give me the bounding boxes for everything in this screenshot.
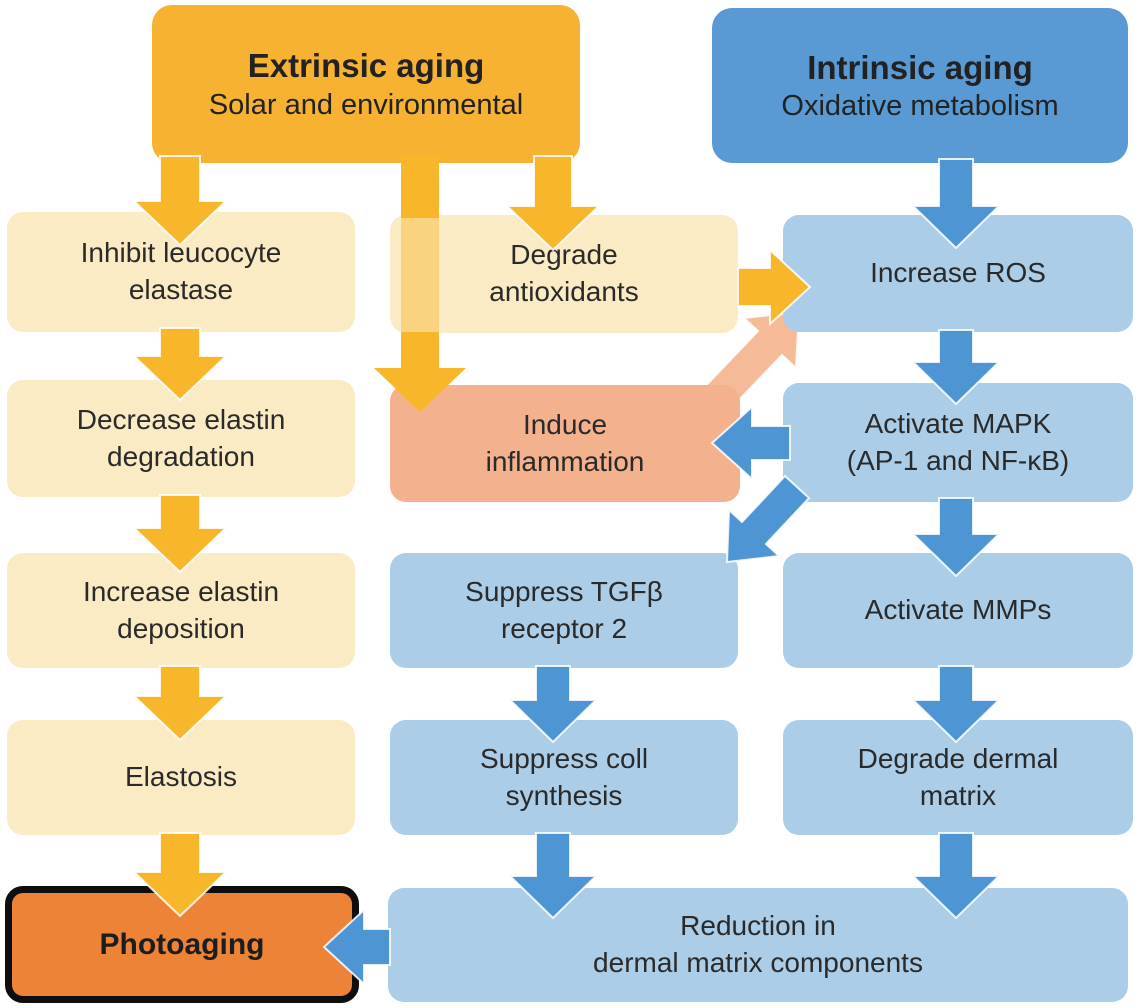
arrow-activate-mapk-to-suppress-tgfb	[725, 474, 811, 564]
extrinsic-subtitle: Solar and environmental	[208, 88, 524, 121]
arrow-degrade-dermal-to-reduction	[910, 832, 1002, 920]
box-label: Elastosis	[124, 761, 238, 793]
arrow-activate-mapk-to-activate-mmps	[910, 497, 1002, 578]
arrow-extrinsic-to-induce-inflammation-head	[374, 332, 466, 412]
extrinsic-title: Extrinsic aging	[247, 47, 485, 85]
arrow-activate-mapk-to-induce-inflammation	[710, 404, 791, 482]
box-label: Photoaging	[99, 927, 265, 961]
intrinsic-subtitle: Oxidative metabolism	[781, 90, 1059, 122]
box-label: Suppress coll synthesis	[479, 742, 649, 811]
arrow-increase-elastin-to-elastosis	[131, 665, 229, 742]
box-label: Induce inflammation	[485, 408, 645, 477]
arrow-degrade-antioxidants-to-increase-ros	[737, 247, 812, 327]
arrow-elastosis-to-photoaging	[131, 832, 229, 918]
arrow-suppress-coll-to-reduction	[507, 832, 599, 920]
box-label: Suppress TGFβ receptor 2	[465, 575, 663, 644]
box-label: Activate MAPK (AP-1 and NF-κB)	[846, 407, 1070, 476]
header-extrinsic-aging: Extrinsic aging Solar and environmental	[152, 5, 580, 163]
box-induce-inflammation: Induce inflammation	[390, 385, 740, 502]
arrow-extrinsic-to-induce-inflammation-stem-overlap	[401, 217, 439, 333]
arrow-extrinsic-to-inhibit-elastase	[131, 155, 229, 247]
box-reduction-dermal-matrix-components: Reduction in dermal matrix components	[388, 888, 1128, 1002]
arrow-activate-mmps-to-degrade-dermal	[910, 665, 1002, 744]
box-label: Reduction in dermal matrix components	[593, 910, 923, 978]
box-label: Increase ROS	[870, 257, 1046, 289]
arrow-reduction-to-photoaging	[322, 907, 391, 987]
header-intrinsic-aging: Intrinsic aging Oxidative metabolism	[712, 8, 1128, 163]
arrow-decrease-to-increase-elastin	[131, 494, 229, 574]
intrinsic-title: Intrinsic aging	[807, 48, 1033, 86]
box-label: Increase elastin deposition	[82, 575, 280, 644]
box-suppress-tgfb-receptor-2: Suppress TGFβ receptor 2	[390, 553, 738, 668]
arrow-extrinsic-to-induce-inflammation-stem-top	[401, 156, 439, 218]
arrow-intrinsic-to-increase-ros	[910, 158, 1002, 250]
box-label: Degrade antioxidants	[489, 239, 639, 307]
arrow-suppress-tgfb-to-suppress-coll	[507, 665, 599, 744]
box-label: Decrease elastin degradation	[76, 403, 286, 472]
box-increase-ros: Increase ROS	[783, 215, 1133, 332]
box-degrade-antioxidants: Degrade antioxidants	[390, 215, 738, 333]
arrow-extrinsic-to-degrade-antioxidants	[504, 155, 602, 252]
box-label: Activate MMPs	[864, 594, 1052, 626]
arrow-inhibit-to-decrease-elastin	[131, 327, 229, 402]
arrow-increase-ros-to-activate-mapk	[910, 329, 1002, 406]
box-label: Degrade dermal matrix	[857, 742, 1059, 811]
box-suppress-coll-synthesis: Suppress coll synthesis	[390, 720, 738, 835]
